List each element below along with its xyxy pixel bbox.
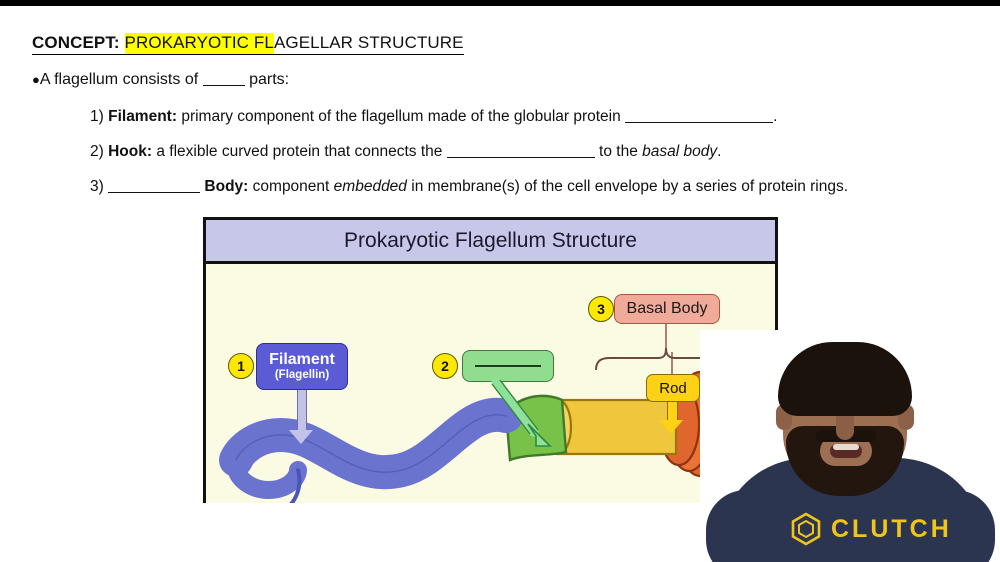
- clutch-brand-text: CLUTCH: [831, 514, 952, 543]
- diagram-figure: Prokaryotic Flagellum Structure: [203, 217, 778, 503]
- hair: [778, 342, 912, 416]
- item-3-text-after: in membrane(s) of the cell envelope by a…: [411, 178, 849, 195]
- filament-label-line2: (Flagellin): [274, 368, 330, 381]
- callout-badge-1: 1: [228, 353, 254, 379]
- bullet-dot: ●: [32, 72, 40, 87]
- intro-bullet: ●A flagellum consists of parts:: [32, 71, 289, 89]
- blank-count: [202, 85, 245, 86]
- basal-body-label-box: Basal Body: [614, 294, 720, 324]
- callout-badge-2: 2: [432, 353, 458, 379]
- heading-rest-text: AGELLAR STRUCTURE: [273, 33, 464, 55]
- basal-body-label: Basal Body: [626, 300, 708, 317]
- diagram-canvas: 1 2 3 Filament (Flagellin) Basal Body Ro…: [206, 264, 775, 503]
- list-item: 3) Body: component embedded in membrane(…: [90, 178, 848, 196]
- rod-stem: [671, 352, 673, 374]
- item-2-italic: basal body: [642, 143, 718, 160]
- list-item: 2) Hook: a flexible curved protein that …: [90, 143, 721, 161]
- blank-filament: [446, 157, 595, 158]
- webcam-overlay: CLUTCH: [700, 330, 1000, 562]
- filament-pointer-shaft: [297, 388, 307, 432]
- item-3-italic: embedded: [333, 178, 407, 195]
- rod-label-box: Rod: [646, 374, 700, 402]
- filament-label-line1: Filament: [269, 351, 335, 369]
- page-title: CONCEPT: PROKARYOTIC FLAGELLAR STRUCTURE: [32, 33, 464, 55]
- item-1-term: Filament:: [108, 108, 178, 125]
- clutch-logo: CLUTCH: [790, 512, 952, 546]
- item-3-number: 3): [90, 178, 104, 195]
- concept-label: CONCEPT:: [32, 33, 120, 55]
- item-1-period: .: [773, 108, 778, 125]
- item-2-number: 2): [90, 143, 104, 160]
- intro-bullet-before: A flagellum consists of: [39, 71, 199, 88]
- rod-label: Rod: [659, 379, 687, 397]
- rod-pointer-arrow: [659, 420, 683, 434]
- item-3-text: component: [252, 178, 330, 195]
- item-2-term: Hook:: [108, 143, 153, 160]
- intro-bullet-after: parts:: [249, 71, 290, 88]
- teeth: [833, 444, 859, 450]
- basal-body-stem: [665, 322, 667, 352]
- hexagon-icon: [791, 512, 821, 546]
- rod-pointer-shaft: [667, 400, 678, 422]
- callout-badge-3: 3: [588, 296, 614, 322]
- hook-blank-line: [475, 365, 541, 367]
- filament-label-box: Filament (Flagellin): [256, 343, 348, 390]
- nose: [836, 414, 854, 440]
- item-1-text: primary component of the flagellum made …: [181, 108, 621, 125]
- item-2-period: .: [717, 143, 722, 160]
- blank-flagellin: [625, 122, 774, 123]
- list-item: 1) Filament: primary component of the fl…: [90, 108, 777, 126]
- item-3-term: Body:: [204, 178, 249, 195]
- top-black-bar: [0, 0, 1000, 6]
- heading-highlighted-text: PROKARYOTIC FL: [124, 33, 274, 55]
- diagram-title: Prokaryotic Flagellum Structure: [344, 228, 637, 252]
- diagram-header: Prokaryotic Flagellum Structure: [206, 220, 775, 264]
- hook-label-box: [462, 350, 554, 382]
- item-2-text: a flexible curved protein that connects …: [156, 143, 443, 160]
- filament-pointer-arrow: [289, 430, 313, 444]
- blank-basal: [108, 192, 201, 193]
- item-2-mid: to the: [599, 143, 638, 160]
- item-1-number: 1): [90, 108, 104, 125]
